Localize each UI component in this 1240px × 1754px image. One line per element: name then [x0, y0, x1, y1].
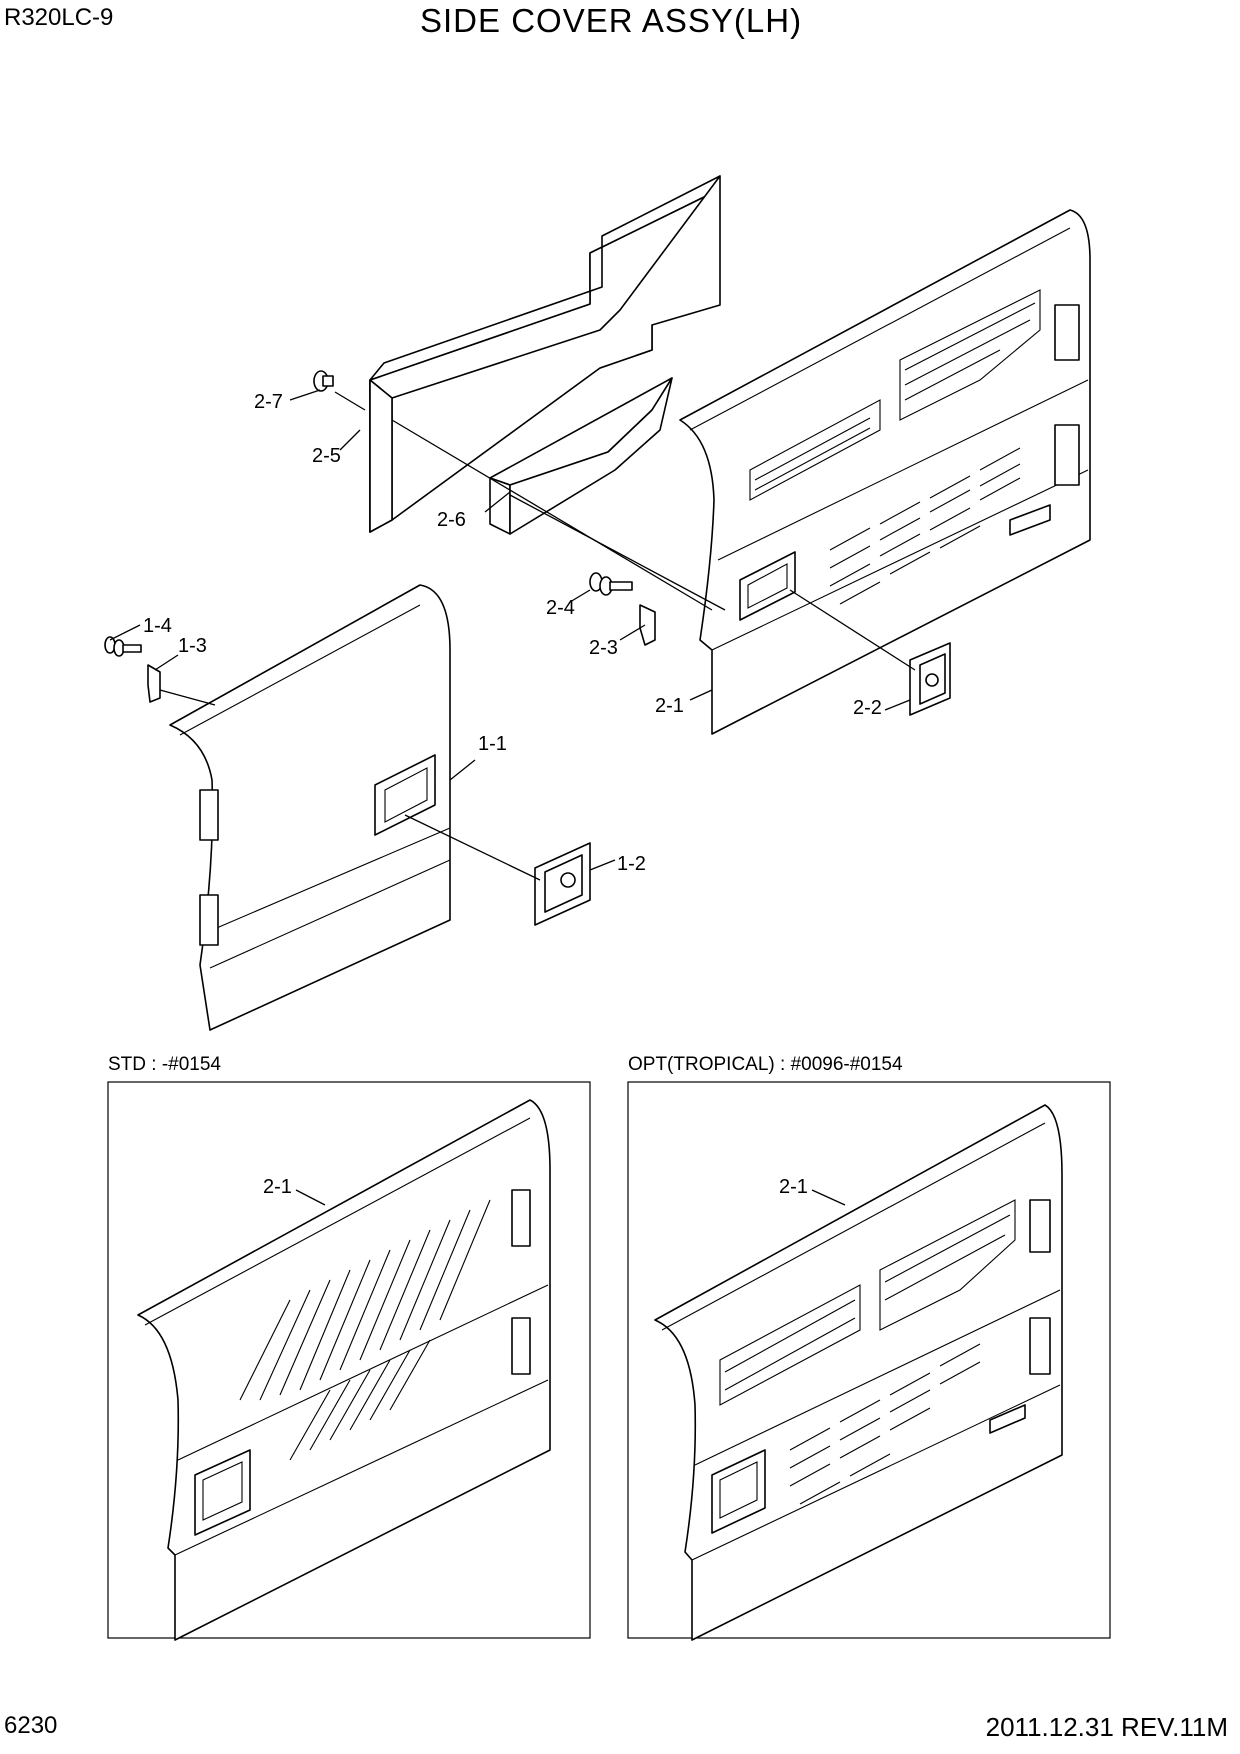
- callout-2-5: 2-5: [312, 445, 341, 467]
- insulation-pad-part: [369, 175, 721, 533]
- callout-1-4: 1-4: [143, 615, 172, 637]
- clip-part-2-3: [639, 604, 656, 646]
- inset-std: STD : -#0154 2-1: [107, 1054, 591, 1641]
- callout-1-3: 1-3: [178, 635, 207, 657]
- lock-part-2-2: [909, 642, 951, 716]
- inset-std-caption: STD : -#0154: [108, 1054, 221, 1075]
- pad-strip-part: [489, 377, 673, 535]
- inset-opt-callout-2-1: 2-1: [779, 1176, 808, 1198]
- inset-std-callout-2-1: 2-1: [263, 1176, 292, 1198]
- callout-1-2: 1-2: [617, 853, 646, 875]
- page-number: 6230: [4, 1712, 58, 1739]
- callout-2-6: 2-6: [437, 509, 466, 531]
- callout-2-2: 2-2: [853, 697, 882, 719]
- callout-1-1: 1-1: [478, 733, 507, 755]
- leader-lines: [109, 389, 916, 881]
- inset-opt-tropical: OPT(TROPICAL) : #0096-#0154 2-1: [627, 1054, 1111, 1641]
- side-door-part-2-1: [679, 209, 1091, 735]
- side-door-part-1-1: [169, 584, 451, 1031]
- model-number: R320LC-9: [4, 4, 114, 31]
- callout-2-1: 2-1: [655, 695, 684, 717]
- bolt-part-2-7: [313, 370, 334, 392]
- revision-date: 2011.12.31 REV.11M: [985, 1712, 1228, 1742]
- inset-opt-caption: OPT(TROPICAL) : #0096-#0154: [628, 1054, 903, 1075]
- drawing-title: SIDE COVER ASSY(LH): [420, 2, 803, 39]
- callout-2-3: 2-3: [589, 637, 618, 659]
- lock-part-1-2: [534, 842, 591, 926]
- bolt-part-1-4: [104, 636, 142, 657]
- callout-2-7: 2-7: [254, 391, 283, 413]
- callout-2-4: 2-4: [546, 597, 575, 619]
- clip-part-1-3: [147, 664, 161, 703]
- bolt-part-2-4: [589, 572, 633, 596]
